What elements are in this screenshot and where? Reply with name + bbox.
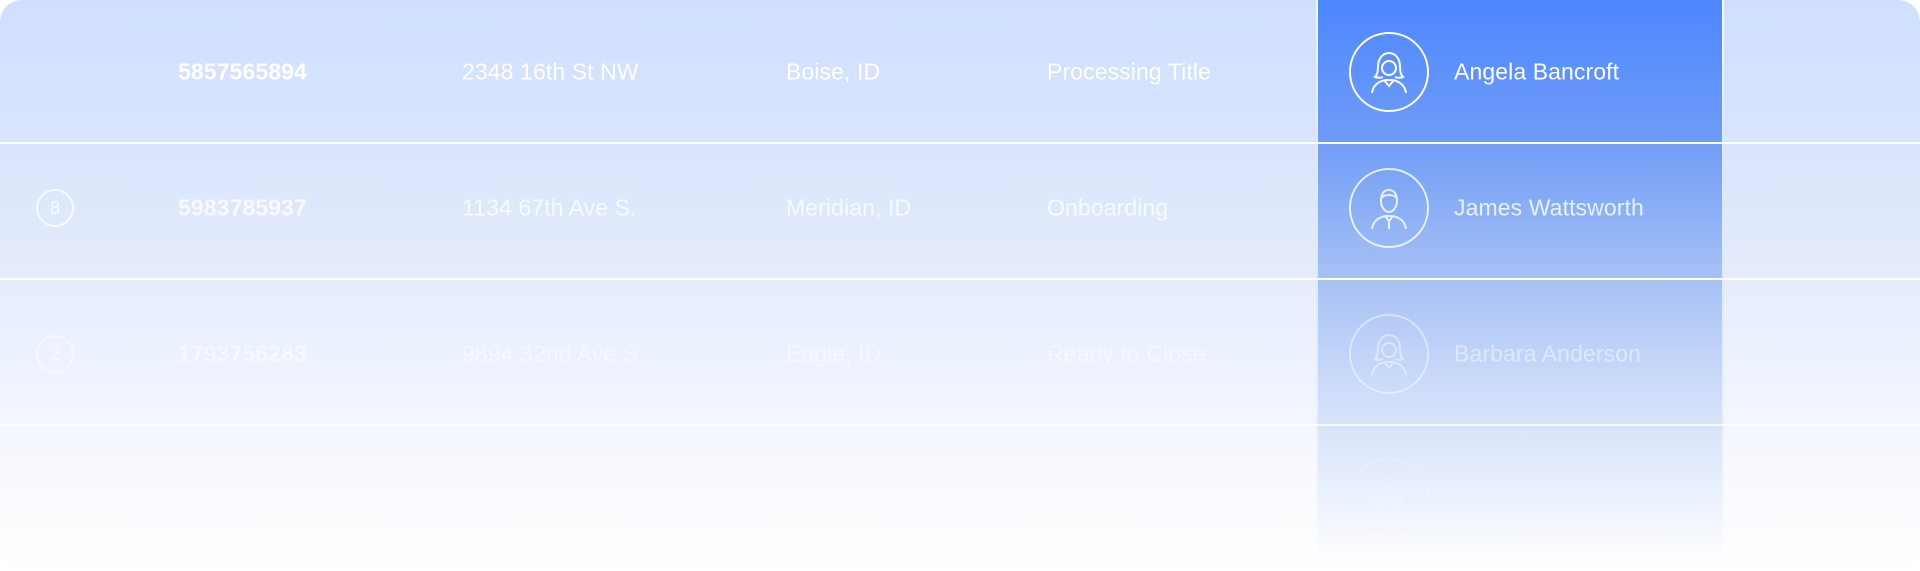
status-cell: Ready to Close (1047, 340, 1206, 367)
agent-name-cell: Angela Bancroft (1454, 58, 1620, 85)
row-divider (0, 142, 1920, 144)
row-number-badge: 8 (36, 189, 74, 227)
table-row[interactable]: 5857565894 2348 16th St NW Boise, ID Pro… (0, 0, 1920, 144)
city-cell: Eagle, ID (786, 340, 882, 367)
agent-name-cell: Barbara Anderson (1454, 340, 1642, 367)
phone-cell: 5983785937 (178, 194, 307, 221)
row-divider (0, 424, 1920, 426)
table-row[interactable]: 8 5983785937 1134 67th Ave S. Meridian, … (0, 136, 1920, 280)
status-cell: Processing Title (1047, 58, 1211, 85)
female-user-icon (1348, 31, 1430, 113)
female-user-icon (1348, 457, 1430, 539)
agent-column-highlight (1316, 0, 1724, 571)
row-divider (0, 278, 1920, 280)
male-user-icon (1348, 167, 1430, 249)
female-user-icon (1348, 313, 1430, 395)
address-cell: 1134 67th Ave S. (462, 194, 637, 221)
address-cell: 2348 16th St NW (462, 58, 639, 85)
table-row[interactable]: 2 1793756283 9894 32nd Ave S. Eagle, ID … (0, 282, 1920, 426)
city-cell: Meridian, ID (786, 194, 912, 221)
status-cell: Onboarding (1047, 194, 1169, 221)
phone-cell: 1793756283 (178, 340, 307, 367)
address-cell: 9894 32nd Ave S. (462, 340, 645, 367)
row-number-badge: 2 (36, 335, 74, 373)
row-divider (0, 568, 1920, 570)
table-row[interactable] (0, 426, 1920, 570)
phone-cell: 5857565894 (178, 58, 307, 85)
city-cell: Boise, ID (786, 58, 881, 85)
agent-name-cell: James Wattsworth (1454, 194, 1644, 221)
